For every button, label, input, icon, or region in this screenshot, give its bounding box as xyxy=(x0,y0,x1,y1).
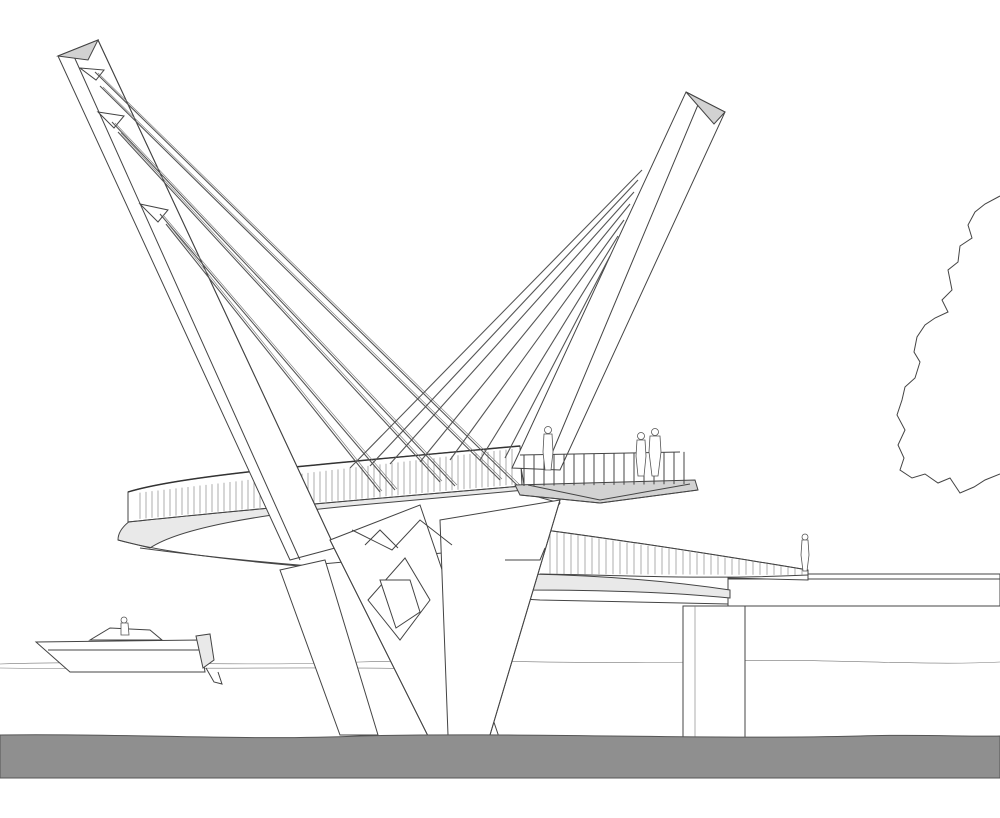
person-on-approach xyxy=(800,533,810,572)
stay-cable xyxy=(114,122,458,486)
stay-cable xyxy=(159,213,396,491)
right-mast-cap xyxy=(685,91,726,125)
stay-cable xyxy=(479,235,619,461)
v-pylon-base xyxy=(279,499,561,741)
stay-cable xyxy=(504,255,611,459)
stay-cable xyxy=(419,203,631,463)
rear-deck-railing xyxy=(504,529,809,605)
stay-cable xyxy=(449,219,625,461)
person-on-bridge-1 xyxy=(542,426,554,471)
riverbank-ground xyxy=(0,734,1000,779)
stay-cable xyxy=(168,224,383,492)
stay-cable xyxy=(120,132,443,482)
person-in-boat xyxy=(120,616,130,636)
stay-cable xyxy=(349,169,643,469)
approach-span xyxy=(682,573,1000,740)
stay-cable xyxy=(369,179,639,467)
right-mast xyxy=(511,91,726,471)
stay-cables xyxy=(94,71,643,493)
stay-cable xyxy=(389,191,635,465)
stay-cable xyxy=(162,214,398,490)
approach-pier xyxy=(682,605,746,740)
stay-cable xyxy=(97,72,523,488)
stay-cable xyxy=(165,223,381,493)
stay-cable xyxy=(111,121,456,487)
stay-cable xyxy=(99,85,501,481)
person-on-platform-2 xyxy=(648,428,662,477)
person-on-platform-1 xyxy=(635,432,647,477)
motor-boat xyxy=(34,616,223,685)
mast-top-cap xyxy=(56,39,100,61)
tree-outline xyxy=(896,195,1000,494)
people xyxy=(542,426,810,572)
stay-cable xyxy=(94,71,521,489)
stay-cable xyxy=(117,131,441,483)
